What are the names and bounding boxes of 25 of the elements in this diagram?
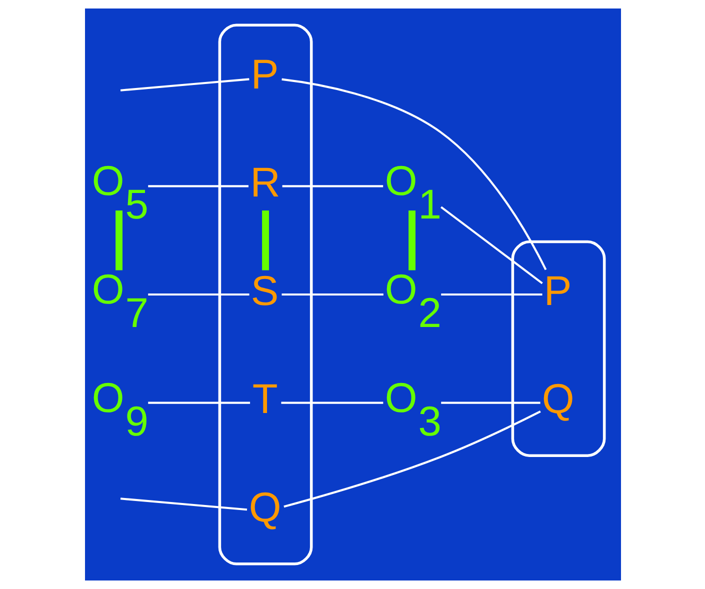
connector [120, 78, 249, 92]
connector [148, 293, 249, 296]
connector [120, 498, 247, 511]
cluster [218, 24, 312, 566]
connector [280, 402, 383, 404]
node-text: T [252, 375, 278, 422]
connector [408, 210, 415, 270]
connector [440, 402, 540, 404]
connector [281, 293, 383, 296]
connector [262, 210, 268, 270]
node-text: S [250, 266, 278, 314]
connector [282, 185, 383, 188]
node-text: P [250, 50, 278, 98]
connector [440, 206, 542, 284]
connector [115, 210, 122, 270]
connector [440, 293, 542, 296]
connector [148, 402, 250, 404]
connector [283, 410, 540, 508]
cluster [510, 240, 606, 457]
connector [148, 185, 248, 188]
node-text: P [543, 266, 572, 314]
node-text: Q [541, 375, 574, 422]
node-text: R [250, 158, 280, 206]
node-text: Q [248, 484, 281, 531]
connector [281, 78, 546, 270]
